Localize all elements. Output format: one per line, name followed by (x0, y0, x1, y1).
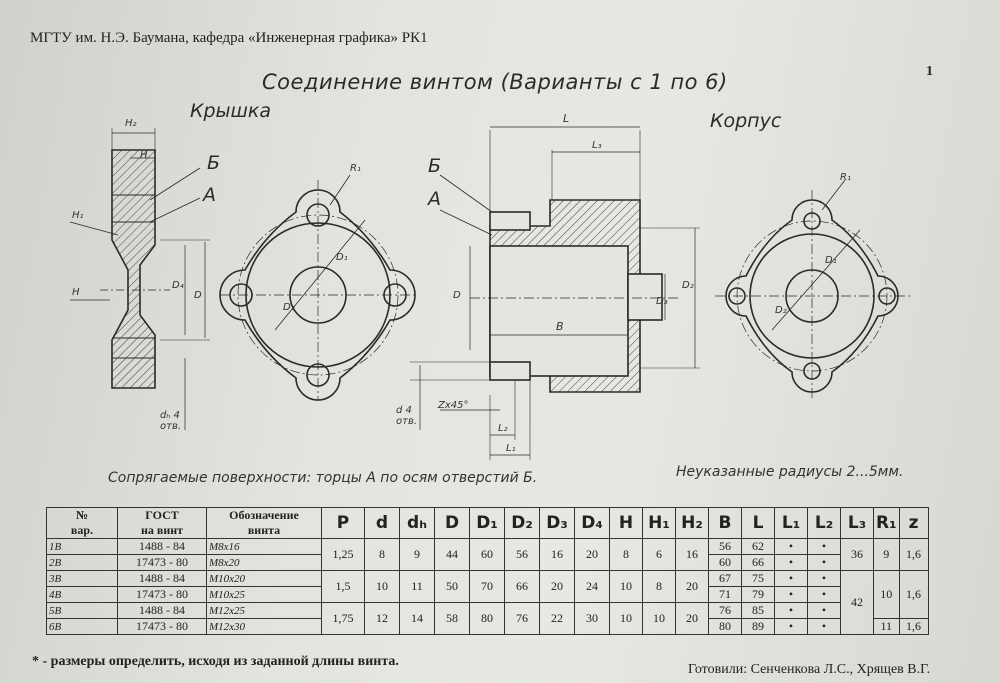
dim-chamfer: Zx45° (438, 400, 469, 411)
surface-b-label-body: Б (428, 155, 442, 177)
radii-note: Неуказанные радиусы 2...5мм. (676, 464, 904, 480)
dim-d: D (194, 290, 202, 301)
dim-r1: R₁ (350, 163, 361, 174)
dim-l: L (563, 112, 570, 125)
th-R1: R₁ (873, 507, 900, 539)
header-institution: МГТУ им. Н.Э. Баумана, кафедра «Инженерн… (30, 30, 428, 46)
th-D1: D₁ (469, 507, 505, 539)
th-L2: L₂ (807, 507, 841, 539)
th-p: P (321, 507, 365, 539)
dim-d1-body: D₁ (825, 255, 837, 266)
th-L: L (741, 507, 775, 539)
cover-label: Крышка (190, 100, 272, 122)
table-row: 5В 1488 - 84 M12x25 1,75 12 14 58 80 76 … (46, 602, 929, 635)
th-L1: L₁ (774, 507, 808, 539)
dim-h: H (140, 150, 148, 161)
th-B: B (708, 507, 742, 539)
dim-d-holes: d 4 отв. (396, 405, 418, 427)
dim-l3: L₃ (592, 140, 602, 151)
table-row: 1В 1488 - 84 M8x16 1,25 8 9 44 60 56 16 … (46, 538, 929, 571)
cover-section-view (69, 128, 210, 430)
th-D: D (434, 507, 470, 539)
dim-d1: D₁ (336, 252, 348, 263)
table-row: 3В 1488 - 84 M10x20 1,5 10 11 50 70 66 2… (46, 570, 929, 635)
th-H2: H₂ (675, 507, 709, 539)
table-row: 6В 17473 - 80 M12x30 80 89 • • 11 1,6 (46, 618, 929, 635)
th-D2: D₂ (504, 507, 540, 539)
cover-front-view (219, 174, 418, 401)
body-section-view (410, 126, 700, 460)
dim-d2-body: D₂ (682, 280, 694, 291)
page-title: Соединение винтом (Варианты с 1 по 6) (262, 70, 728, 94)
th-z: z (898, 507, 929, 539)
dim-h1: H₁ (72, 210, 84, 221)
th-dh: dₕ (399, 507, 435, 539)
th-L3: L₃ (840, 507, 874, 539)
mating-note: Сопрягаемые поверхности: торцы А по осям… (108, 470, 538, 486)
dim-dh: dₕ 4 отв. (160, 410, 182, 432)
dim-d2: D₂ (283, 302, 295, 313)
dim-r1-body: R₁ (840, 172, 851, 183)
surface-a-label-body: А (428, 188, 441, 210)
body-front-view (715, 179, 910, 400)
dim-h1b: H (72, 287, 80, 298)
technical-drawing (69, 126, 910, 460)
dim-d2-body-front: D₂ (775, 305, 787, 316)
th-H: H (609, 507, 643, 539)
dim-d4: D₄ (172, 280, 184, 291)
body-label: Корпус (710, 110, 782, 132)
dim-d3: D₃ (656, 296, 668, 307)
dim-l2: L₂ (498, 423, 508, 434)
th-H1: H₁ (642, 507, 676, 539)
dim-l1: L₁ (506, 443, 516, 454)
surface-a-label: А (203, 184, 216, 206)
dim-b: B (556, 320, 564, 333)
th-d: d (364, 507, 400, 539)
prepared-by: Готовили: Сенченкова Л.С., Хрящев В.Г. (688, 662, 931, 677)
page-number: 1 (926, 64, 933, 79)
th-D3: D₃ (539, 507, 575, 539)
surface-b-label: Б (207, 152, 221, 174)
footnote: * - размеры определить, исходя из заданн… (32, 654, 399, 669)
dim-d-body: D (453, 290, 461, 301)
th-D4: D₄ (574, 507, 610, 539)
dim-h2: H₂ (125, 118, 137, 129)
